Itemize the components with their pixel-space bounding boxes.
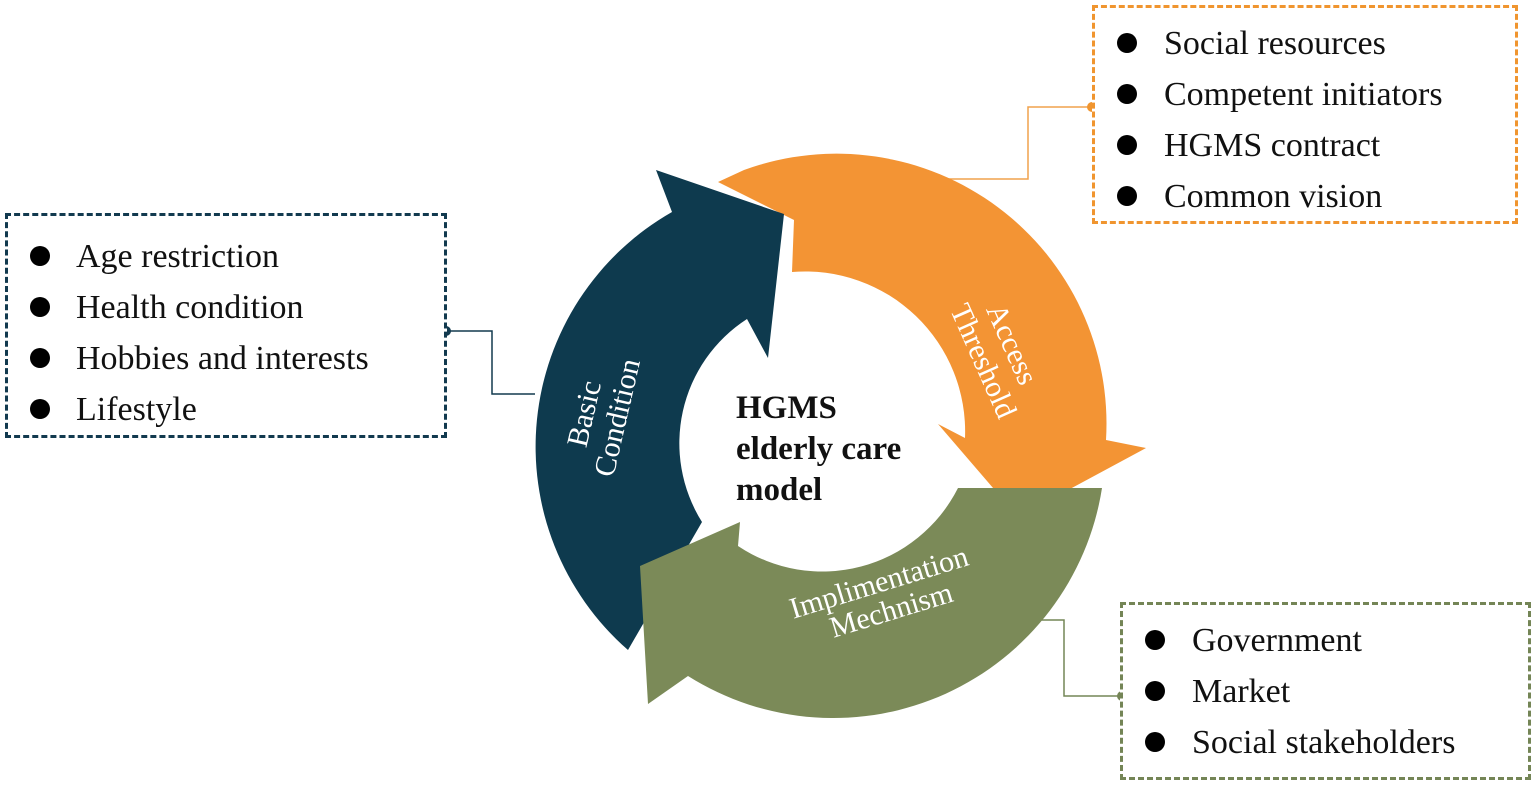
list-item-text: Age restriction (76, 238, 279, 275)
bullet-icon (1117, 84, 1137, 104)
list-item-text: Lifestyle (76, 391, 197, 428)
implementation-mechanism-box: Government Market Social stakeholders (1120, 602, 1531, 780)
list-item: Hobbies and interests (8, 333, 444, 384)
list-item-text: Market (1192, 673, 1291, 710)
list-item: HGMS contract (1095, 120, 1515, 171)
list-item: Social resources (1095, 18, 1515, 69)
bullet-icon (1117, 33, 1137, 53)
list-item: Social stakeholders (1123, 717, 1528, 768)
list-item-text: Health condition (76, 289, 304, 326)
list-item-text: Common vision (1164, 178, 1383, 215)
segment-basic-condition (535, 170, 784, 650)
connector-basic (441, 326, 535, 395)
list-item: Competent initiators (1095, 69, 1515, 120)
list-item: Lifestyle (8, 384, 444, 435)
access-threshold-list: Social resources Competent initiators HG… (1095, 18, 1515, 222)
list-item-text: Hobbies and interests (76, 340, 369, 377)
list-item: Market (1123, 666, 1528, 717)
list-item: Common vision (1095, 171, 1515, 222)
access-threshold-box: Social resources Competent initiators HG… (1092, 5, 1518, 224)
segment-access-threshold (718, 153, 1146, 517)
center-title-line: model (736, 472, 823, 508)
connector-implementation (1034, 619, 1127, 701)
list-item: Health condition (8, 282, 444, 333)
bullet-icon (1145, 732, 1165, 752)
list-item-text: Competent initiators (1164, 76, 1443, 113)
list-item-text: Government (1192, 622, 1362, 659)
center-title: HGMS elderly care model (736, 388, 936, 511)
list-item-text: Social stakeholders (1192, 724, 1456, 761)
center-title-line: elderly care (736, 431, 902, 467)
list-item-text: Social resources (1164, 25, 1386, 62)
list-item-text: HGMS contract (1164, 127, 1381, 164)
basic-condition-list: Age restriction Health condition Hobbies… (8, 231, 444, 435)
segment-implementation-mechanism (640, 488, 1102, 719)
bullet-icon (1117, 186, 1137, 206)
bullet-icon (1145, 630, 1165, 650)
bullet-icon (30, 399, 50, 419)
list-item: Government (1123, 615, 1528, 666)
bullet-icon (30, 297, 50, 317)
basic-condition-box: Age restriction Health condition Hobbies… (5, 213, 447, 438)
bullet-icon (1117, 135, 1137, 155)
list-item: Age restriction (8, 231, 444, 282)
implementation-mechanism-list: Government Market Social stakeholders (1123, 615, 1528, 768)
bullet-icon (30, 246, 50, 266)
center-title-line: HGMS (736, 390, 837, 426)
bullet-icon (1145, 681, 1165, 701)
bullet-icon (30, 348, 50, 368)
